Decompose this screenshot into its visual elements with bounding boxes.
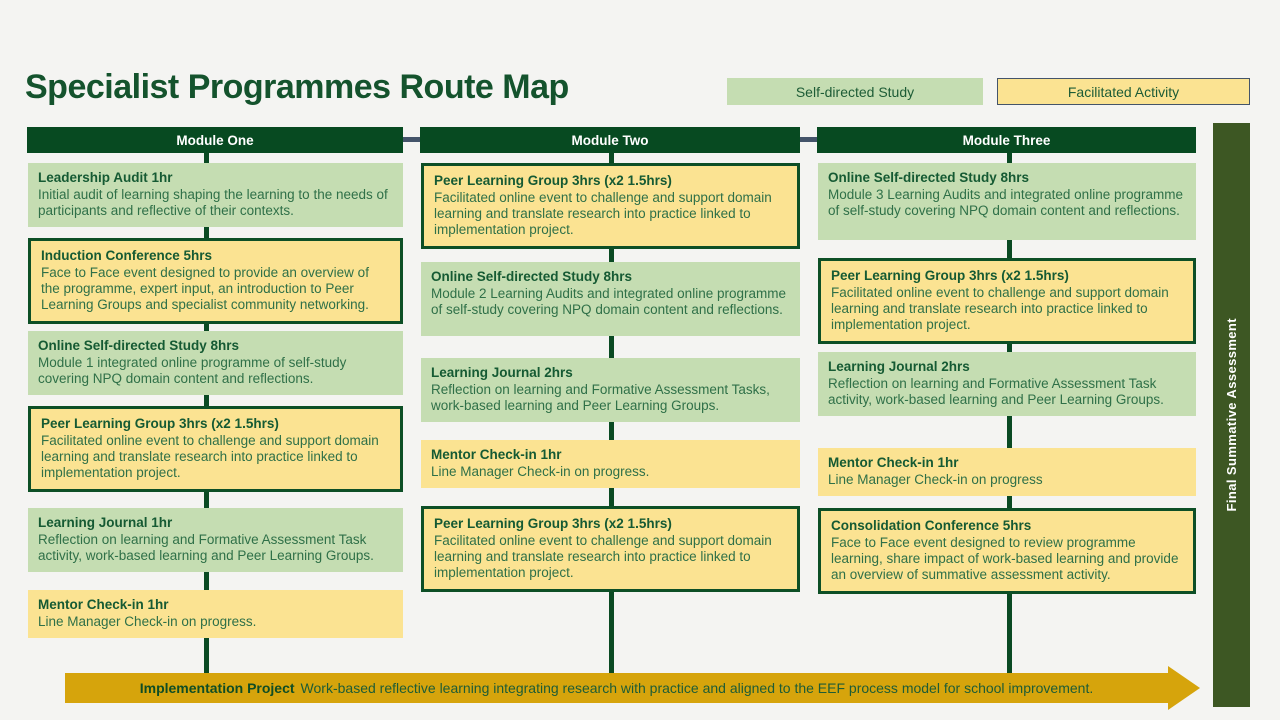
final-summative-assessment-bar: Final Summative Assessment [1213,123,1250,707]
module-two-header: Module Two [420,127,800,153]
activity-card: Peer Learning Group 3hrs (x2 1.5hrs) Fac… [818,258,1196,344]
arrow-head-icon [1168,666,1200,710]
activity-title: Mentor Check-in 1hr [38,597,169,612]
legend-self-directed-study: Self-directed Study [727,78,983,105]
activity-description: Face to Face event designed to review pr… [831,535,1179,582]
activity-description: Facilitated online event to challenge an… [434,533,772,580]
activity-title: Peer Learning Group 3hrs (x2 1.5hrs) [434,173,672,188]
activity-description: Module 1 integrated online programme of … [38,355,347,386]
header-connector [402,137,421,142]
activity-card: Online Self-directed Study 8hrs Module 1… [28,331,403,395]
activity-card: Consolidation Conference 5hrs Face to Fa… [818,508,1196,594]
activity-title: Induction Conference 5hrs [41,248,213,263]
activity-card: Mentor Check-in 1hr Line Manager Check-i… [28,590,403,638]
activity-title: Mentor Check-in 1hr [828,455,959,470]
activity-title: Peer Learning Group 3hrs (x2 1.5hrs) [434,516,672,531]
module-one-header: Module One [27,127,403,153]
activity-description: Reflection on learning and Formative Ass… [38,532,374,563]
activity-description: Initial audit of learning shaping the le… [38,187,388,218]
activity-title: Learning Journal 1hr [38,515,173,530]
activity-card: Online Self-directed Study 8hrs Module 2… [421,262,800,336]
activity-description: Line Manager Check-in on progress. [38,614,257,629]
activity-card: Peer Learning Group 3hrs (x2 1.5hrs) Fac… [28,406,403,492]
activity-card: Induction Conference 5hrs Face to Face e… [28,238,403,324]
activity-card: Leadership Audit 1hr Initial audit of le… [28,163,403,227]
activity-description: Facilitated online event to challenge an… [434,190,772,237]
activity-title: Learning Journal 2hrs [431,365,573,380]
activity-card: Peer Learning Group 3hrs (x2 1.5hrs) Fac… [421,506,800,592]
activity-description: Facilitated online event to challenge an… [41,433,379,480]
activity-card: Online Self-directed Study 8hrs Module 3… [818,163,1196,240]
activity-title: Online Self-directed Study 8hrs [431,269,633,284]
implementation-project-arrow: Implementation Project Work-based reflec… [65,673,1168,703]
activity-title: Learning Journal 2hrs [828,359,970,374]
activity-title: Online Self-directed Study 8hrs [828,170,1030,185]
activity-card: Learning Journal 2hrs Reflection on lear… [421,358,800,422]
activity-title: Mentor Check-in 1hr [431,447,562,462]
module-three-header: Module Three [817,127,1196,153]
activity-description: Face to Face event designed to provide a… [41,265,369,312]
activity-description: Line Manager Check-in on progress. [431,464,650,479]
activity-card: Learning Journal 1hr Reflection on learn… [28,508,403,572]
implementation-project-description: Work-based reflective learning integrati… [300,680,1094,696]
activity-card: Learning Journal 2hrs Reflection on lear… [818,352,1196,416]
activity-title: Online Self-directed Study 8hrs [38,338,240,353]
page-title: Specialist Programmes Route Map [25,68,569,106]
final-summative-assessment-label: Final Summative Assessment [1224,318,1239,512]
activity-description: Facilitated online event to challenge an… [831,285,1169,332]
activity-card: Peer Learning Group 3hrs (x2 1.5hrs) Fac… [421,163,800,249]
header-connector [799,137,818,142]
activity-title: Leadership Audit 1hr [38,170,173,185]
legend-facilitated-activity: Facilitated Activity [997,78,1250,105]
activity-title: Peer Learning Group 3hrs (x2 1.5hrs) [41,416,279,431]
activity-title: Consolidation Conference 5hrs [831,518,1032,533]
activity-title: Peer Learning Group 3hrs (x2 1.5hrs) [831,268,1069,283]
activity-description: Module 3 Learning Audits and integrated … [828,187,1183,218]
implementation-project-title: Implementation Project [139,680,295,696]
legend-facilitated-label: Facilitated Activity [1067,83,1180,100]
activity-description: Reflection on learning and Formative Ass… [828,376,1164,407]
activity-description: Line Manager Check-in on progress [828,472,1043,487]
legend-self-directed-label: Self-directed Study [795,83,915,100]
activity-description: Module 2 Learning Audits and integrated … [431,286,786,317]
activity-card: Mentor Check-in 1hr Line Manager Check-i… [421,440,800,488]
activity-description: Reflection on learning and Formative Ass… [431,382,770,413]
activity-card: Mentor Check-in 1hr Line Manager Check-i… [818,448,1196,496]
